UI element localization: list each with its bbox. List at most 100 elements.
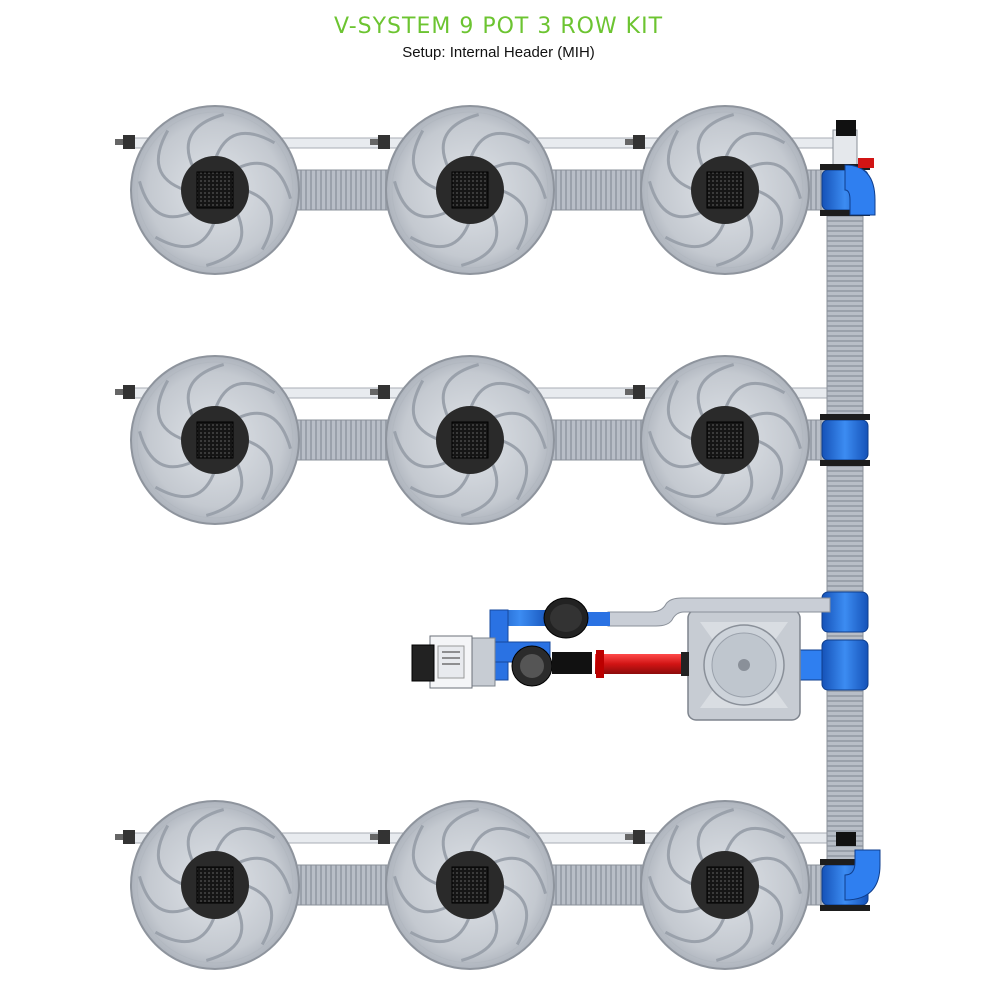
pot-vane bbox=[409, 219, 472, 249]
pot-grid bbox=[130, 105, 810, 970]
pot-vane bbox=[205, 460, 244, 517]
pot-vane bbox=[723, 826, 786, 856]
pot-vane bbox=[715, 210, 754, 267]
drain-tap bbox=[378, 385, 390, 399]
pot-vane bbox=[441, 363, 480, 420]
pot bbox=[130, 105, 300, 275]
top-elbow bbox=[844, 164, 876, 216]
pot-vane bbox=[138, 875, 195, 914]
drain-tap-stub bbox=[625, 389, 633, 395]
pot-inner-rim bbox=[391, 111, 549, 269]
pot-vane bbox=[154, 914, 217, 944]
drain-tap bbox=[123, 385, 135, 399]
pot-vane bbox=[648, 430, 705, 469]
pot-vane bbox=[393, 430, 450, 469]
pot-vane bbox=[745, 856, 802, 895]
net-pot bbox=[451, 421, 489, 459]
bucket-tee bbox=[821, 639, 869, 691]
pot-vane bbox=[648, 875, 705, 914]
pot-vane bbox=[696, 808, 735, 865]
pot-vane bbox=[244, 188, 274, 251]
return-line bbox=[607, 597, 831, 627]
drain-tap bbox=[378, 830, 390, 844]
pot-vane bbox=[138, 430, 195, 469]
pot-vane bbox=[235, 161, 292, 200]
pot-vane bbox=[235, 856, 292, 895]
pot-vane bbox=[460, 460, 499, 517]
drain-tap bbox=[633, 385, 645, 399]
pot-vane bbox=[715, 460, 754, 517]
pot-vane bbox=[754, 883, 784, 946]
pot-vane bbox=[411, 824, 441, 887]
pot bbox=[130, 355, 300, 525]
net-pot bbox=[196, 171, 234, 209]
pot-vane bbox=[460, 905, 499, 962]
pot-vane bbox=[666, 379, 696, 442]
pot-vane bbox=[664, 219, 727, 249]
pot-vane bbox=[154, 219, 217, 249]
drain-tap-stub bbox=[115, 834, 123, 840]
pot bbox=[385, 105, 555, 275]
pot-vane bbox=[186, 113, 225, 170]
diagram-title: V-SYSTEM 9 POT 3 ROW KIT bbox=[333, 14, 664, 39]
pot-vane bbox=[213, 381, 276, 411]
pot-vane bbox=[490, 856, 547, 895]
pot-vane bbox=[441, 113, 480, 170]
net-pot bbox=[196, 421, 234, 459]
drain-tap-stub bbox=[370, 834, 378, 840]
pot-vane bbox=[156, 824, 186, 887]
pot bbox=[385, 800, 555, 970]
pot-vane bbox=[723, 381, 786, 411]
pot-vane bbox=[460, 210, 499, 267]
pump bbox=[411, 635, 496, 689]
main-header-pipe bbox=[826, 129, 864, 866]
pot-vane bbox=[696, 113, 735, 170]
pot-vane bbox=[666, 824, 696, 887]
pot-vane bbox=[244, 883, 274, 946]
flex-pipe bbox=[539, 864, 656, 906]
flex-pipe bbox=[284, 419, 401, 461]
drain-tap-stub bbox=[625, 834, 633, 840]
drain-tap-stub bbox=[115, 389, 123, 395]
drain-tap-stub bbox=[370, 139, 378, 145]
pot-vane bbox=[490, 411, 547, 450]
pot-vane bbox=[499, 438, 529, 501]
pot bbox=[385, 355, 555, 525]
pot-inner-rim bbox=[136, 361, 294, 519]
pot-vane bbox=[186, 363, 225, 420]
pot-vane bbox=[715, 905, 754, 962]
air-valve bbox=[858, 158, 874, 168]
flex-pipe bbox=[539, 419, 656, 461]
net-pot bbox=[451, 866, 489, 904]
drain-tap-stub bbox=[625, 139, 633, 145]
pot-inner-rim bbox=[646, 361, 804, 519]
pot-vane bbox=[186, 808, 225, 865]
pot-vane bbox=[745, 161, 802, 200]
bottom-cap bbox=[836, 832, 856, 846]
diagram-subtitle: Setup: Internal Header (MIH) bbox=[402, 44, 595, 61]
tee-band bbox=[820, 859, 870, 865]
pot-vane bbox=[499, 883, 529, 946]
flex-pipe bbox=[539, 169, 656, 211]
drain-tap-stub bbox=[370, 389, 378, 395]
pot-vane bbox=[666, 129, 696, 192]
drain-tap bbox=[633, 135, 645, 149]
drain-tap bbox=[378, 135, 390, 149]
net-pot bbox=[706, 866, 744, 904]
pot-vane bbox=[664, 469, 727, 499]
pot-vane bbox=[393, 875, 450, 914]
pot-inner-rim bbox=[136, 806, 294, 964]
flex-pipe bbox=[284, 864, 401, 906]
pot-inner-rim bbox=[136, 111, 294, 269]
pot-vane bbox=[696, 363, 735, 420]
tee-band bbox=[820, 460, 870, 466]
drain-tap bbox=[123, 830, 135, 844]
pot-vane bbox=[409, 469, 472, 499]
pot-vane bbox=[154, 469, 217, 499]
bottom-elbow bbox=[844, 849, 881, 901]
pot-vane bbox=[156, 379, 186, 442]
controller-bucket bbox=[687, 609, 801, 721]
pot-vane bbox=[411, 379, 441, 442]
pot-vane bbox=[754, 188, 784, 251]
